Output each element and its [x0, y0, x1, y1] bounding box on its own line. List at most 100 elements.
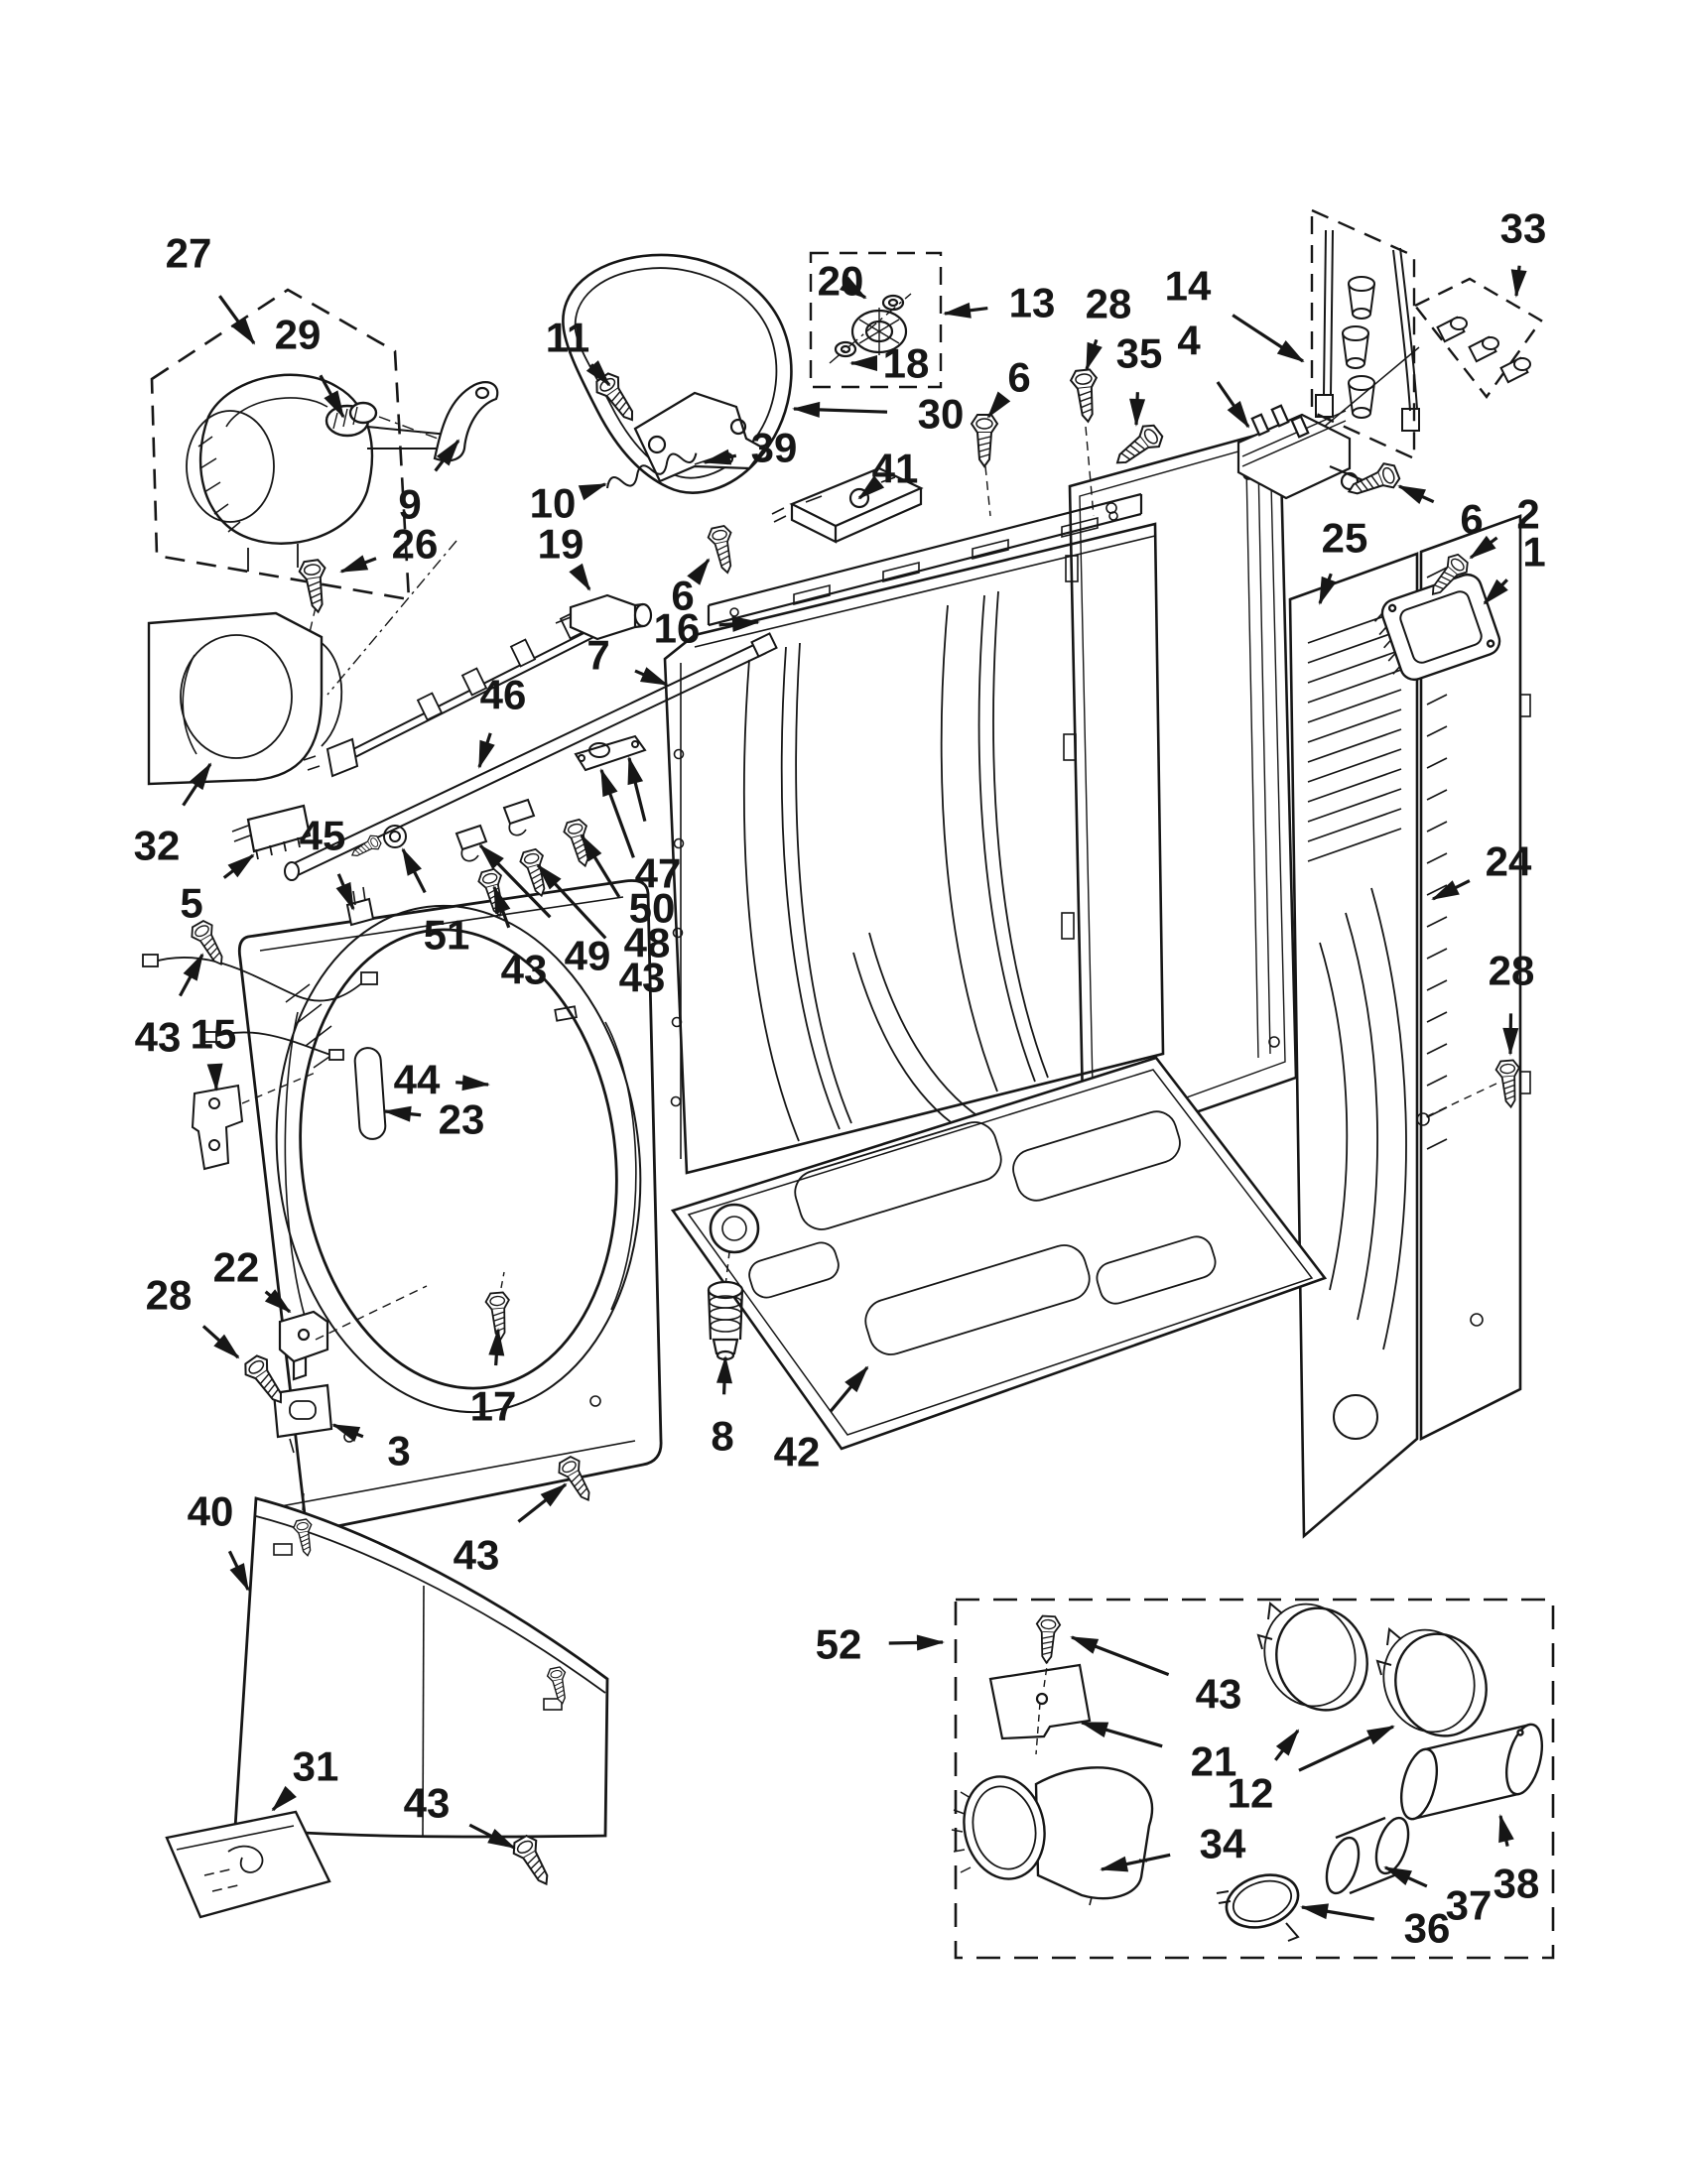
- screw-glyph: [298, 559, 326, 614]
- part-number-label: 11: [546, 315, 589, 361]
- part-number-label: 47: [635, 850, 682, 897]
- door-hinge: [278, 1285, 428, 1381]
- part-number-label: 33: [1500, 205, 1547, 252]
- leader-arrow: [627, 756, 647, 823]
- part-number-label: 12: [1228, 1770, 1274, 1817]
- part-number-label: 14: [1165, 263, 1212, 310]
- leader-arrow: [468, 1823, 516, 1850]
- leader-arrow: [1129, 392, 1146, 427]
- part-number-label: 43: [619, 955, 666, 1001]
- thermostats: [1436, 316, 1531, 384]
- part-number-label: 17: [470, 1383, 517, 1430]
- part-number-label: 23: [439, 1096, 485, 1143]
- screw-glyph: [546, 1666, 567, 1705]
- leader-arrow: [1469, 535, 1498, 560]
- screw-glyph: [558, 1456, 590, 1502]
- part-number-label: 28: [1086, 281, 1132, 327]
- screw-glyph: [970, 414, 999, 468]
- screw-glyph: [1431, 553, 1469, 595]
- heater-box: [1310, 208, 1420, 460]
- part-number-label: 24: [1486, 838, 1532, 885]
- screw-glyph: [244, 1354, 283, 1404]
- leader-arrow: [319, 374, 345, 419]
- side-panel-louvers-patch: [1307, 609, 1402, 862]
- part-number-label: 15: [191, 1011, 237, 1058]
- leader-arrow: [222, 853, 255, 879]
- leader-arrow: [986, 391, 1011, 419]
- leader-arrow: [492, 885, 511, 929]
- leader-arrow: [829, 1365, 869, 1413]
- leader-arrow: [383, 1105, 422, 1122]
- part-number-label: 43: [1196, 1671, 1242, 1718]
- leader-arrow: [434, 439, 460, 472]
- leader-arrow: [1510, 265, 1527, 298]
- screw-glyph: [707, 524, 732, 575]
- part-number-label: 2: [1516, 491, 1539, 538]
- vent-caps: [1256, 1602, 1488, 1737]
- part-number-label: 51: [424, 912, 470, 959]
- leader-arrow: [206, 1063, 223, 1092]
- part-number-label: 36: [1404, 1905, 1451, 1952]
- leader-arrow: [182, 762, 212, 807]
- part-number-label: 44: [394, 1057, 441, 1103]
- part-number-label: 46: [480, 672, 527, 718]
- leader-arrow: [1318, 573, 1337, 605]
- part-number-label: 13: [1009, 280, 1056, 326]
- leader-arrow: [227, 1550, 250, 1592]
- screw-glyph: [563, 818, 589, 868]
- leader-arrow: [517, 1482, 568, 1523]
- leader-arrow: [585, 360, 611, 387]
- part-number-label: 38: [1493, 1861, 1540, 1907]
- screw-glyph: [512, 1834, 549, 1886]
- idler-bracket: [433, 381, 499, 462]
- leader-arrow: [888, 1634, 945, 1651]
- thermal-fuse-bracket: [574, 734, 647, 772]
- part-number-label: 22: [213, 1244, 260, 1291]
- screw-glyph: [1494, 1059, 1520, 1109]
- base-pan: [670, 1056, 1328, 1451]
- leader-arrow: [840, 276, 867, 300]
- cabinet-wrapper: [663, 522, 1165, 1175]
- part-number-label: 16: [654, 605, 701, 652]
- leader-arrow: [339, 555, 377, 574]
- heater-element-tube: [284, 632, 778, 881]
- screw-glyph: [292, 1518, 313, 1557]
- leader-arrow: [1100, 1853, 1171, 1872]
- leader-arrow: [478, 843, 552, 919]
- leader-arrow: [201, 1325, 240, 1359]
- wrapper-rib-curves: [742, 590, 1049, 1142]
- belt-switch: [555, 593, 653, 641]
- side-panel-rib-curves: [1319, 887, 1407, 1350]
- panel-bracket: [191, 1071, 319, 1171]
- heater-coils: [1342, 276, 1375, 419]
- leader-arrow: [703, 449, 737, 465]
- part-number-label: 4: [1177, 318, 1201, 364]
- wire-clamps: [454, 798, 536, 862]
- leader-arrow: [1070, 1635, 1170, 1677]
- part-number-label: 28: [1489, 948, 1535, 994]
- leader-arrow: [1483, 578, 1508, 605]
- hinge-hatch: [285, 983, 340, 1069]
- leader-arrow: [792, 401, 888, 418]
- part-number-label: 43: [404, 1780, 451, 1827]
- clamp-plate: [988, 1658, 1092, 1755]
- leader-arrow: [1080, 1721, 1163, 1748]
- exhaust-vent: [1373, 573, 1501, 682]
- leader-arrow: [857, 475, 885, 500]
- part-number-label: 43: [135, 1014, 182, 1061]
- leader-arrow: [271, 1785, 297, 1812]
- leader-arrow: [1300, 1903, 1374, 1921]
- leader-arrow: [578, 482, 607, 501]
- front-panel: [237, 879, 663, 1531]
- fasteners-layer: [191, 368, 1520, 1886]
- screw-glyph: [1035, 1614, 1062, 1665]
- part-number-label: 32: [134, 823, 181, 869]
- part-number-label: 43: [454, 1532, 500, 1579]
- leader-arrow: [1397, 484, 1435, 504]
- leader-arrow: [218, 295, 256, 345]
- part-number-label: 31: [293, 1743, 339, 1790]
- part-number-label: 39: [751, 425, 798, 471]
- part-number-label: 42: [774, 1429, 821, 1476]
